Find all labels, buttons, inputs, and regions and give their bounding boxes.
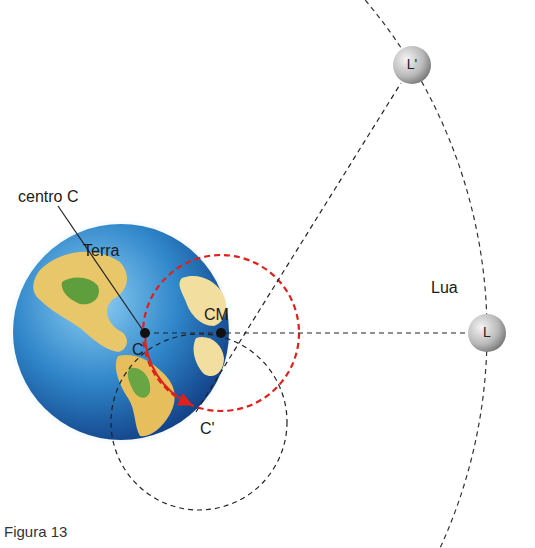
line-c-prime-l-prime	[196, 83, 401, 412]
moon-orbit	[0, 0, 487, 548]
moon-name: Lua	[431, 279, 458, 297]
moon-node: L'	[392, 45, 432, 85]
red-arrow	[145, 333, 190, 404]
continents	[33, 252, 226, 437]
earth-node: Terra	[13, 224, 229, 440]
moon-node: LLua	[467, 313, 507, 353]
point-label: C	[132, 341, 144, 359]
point-c	[140, 328, 150, 338]
earth-centre-path	[111, 334, 287, 510]
callout-label: centro C	[18, 188, 78, 206]
earth-sphere	[13, 224, 229, 440]
leader-line	[58, 206, 142, 329]
earth-label: Terra	[83, 242, 119, 260]
point-label: C'	[200, 420, 215, 438]
moon-disc	[393, 46, 431, 84]
point-cm	[216, 328, 226, 338]
moon-disc	[468, 314, 506, 352]
earth-glow	[5, 216, 237, 448]
point-label: CM	[204, 306, 229, 324]
figure-caption: Figura 13	[4, 524, 67, 541]
moon-label: L	[483, 325, 491, 340]
line-c-l	[145, 332, 466, 333]
moon-label: L'	[407, 57, 417, 72]
